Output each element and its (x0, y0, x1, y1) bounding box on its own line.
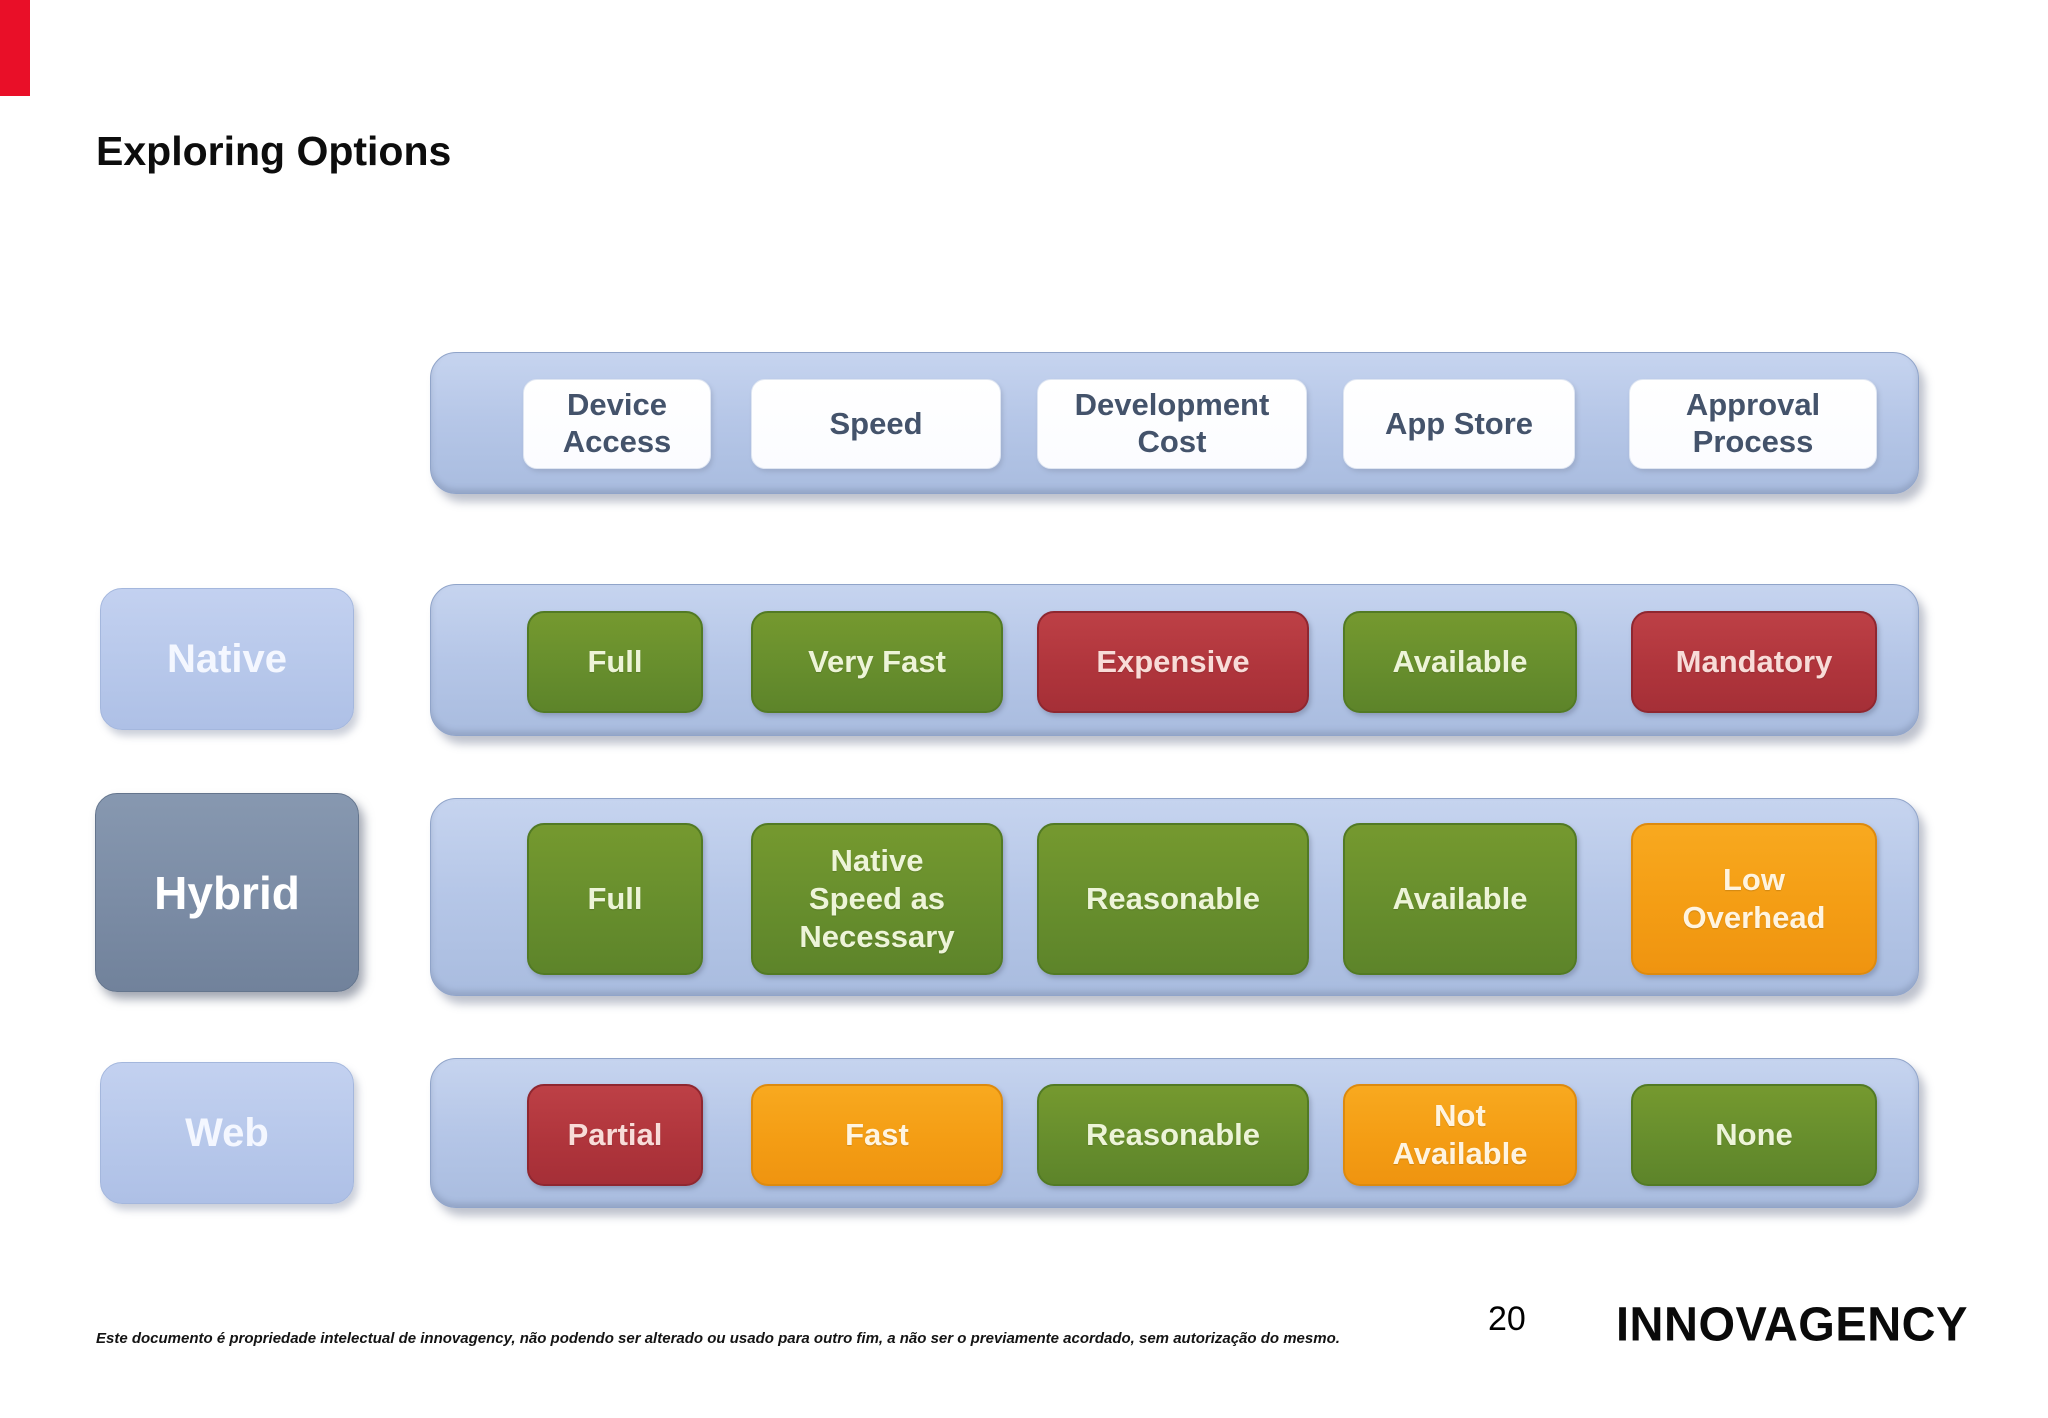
column-header-label: Development Cost (1074, 387, 1270, 459)
cell-label: Reasonable (1085, 1117, 1260, 1153)
cell-label: Native Speed as Necessary (799, 843, 955, 954)
cell-label: Reasonable (1085, 881, 1260, 917)
matrix-cell-native-approval-process: Mandatory (1631, 611, 1877, 713)
column-header-label: App Store (1384, 405, 1534, 441)
cell-label: Low Overhead (1682, 862, 1826, 935)
cell-label: Partial (567, 1117, 663, 1153)
header-row: Device Access Speed Development Cost App… (430, 352, 1919, 494)
row-label-text: Web (185, 1110, 269, 1155)
disclaimer-text: Este documento é propriedade intelectual… (96, 1330, 1340, 1347)
matrix-cell-native-app-store: Available (1343, 611, 1577, 713)
matrix-cell-web-app-store: Not Available (1343, 1084, 1577, 1186)
matrix-cell-hybrid-approval-process: Low Overhead (1631, 823, 1877, 975)
column-header-label: Device Access (562, 387, 672, 459)
column-header-speed: Speed (751, 379, 1001, 469)
matrix-cell-hybrid-device-access: Full (527, 823, 703, 975)
matrix-cell-hybrid-development-cost: Reasonable (1037, 823, 1309, 975)
cell-label: Available (1392, 644, 1528, 680)
row-label-hybrid: Hybrid (95, 793, 359, 992)
row-hybrid: Full Native Speed as Necessary Reasonabl… (430, 798, 1919, 996)
cell-label: Available (1392, 881, 1528, 917)
cell-label: Not Available (1392, 1098, 1528, 1171)
company-logo: INNOVAGENCY (1616, 1296, 1968, 1351)
cell-label: Full (587, 644, 643, 680)
matrix-cell-web-speed: Fast (751, 1084, 1003, 1186)
column-header-label: Speed (829, 405, 923, 441)
matrix-cell-native-speed: Very Fast (751, 611, 1003, 713)
cell-label: Fast (845, 1117, 909, 1153)
slide-title: Exploring Options (96, 128, 452, 174)
matrix-cell-hybrid-speed: Native Speed as Necessary (751, 823, 1003, 975)
matrix-cell-web-device-access: Partial (527, 1084, 703, 1186)
cell-label: Very Fast (808, 644, 946, 680)
row-web: Partial Fast Reasonable Not Available No… (430, 1058, 1919, 1208)
column-header-label: Approval Process (1685, 387, 1821, 459)
page-number: 20 (1488, 1300, 1526, 1338)
cell-label: Mandatory (1675, 644, 1833, 680)
row-label-text: Native (166, 636, 288, 681)
cell-label: None (1715, 1117, 1793, 1153)
matrix-cell-hybrid-app-store: Available (1343, 823, 1577, 975)
row-label-native: Native (100, 588, 354, 730)
row-label-text: Hybrid (154, 866, 300, 919)
column-header-development-cost: Development Cost (1037, 379, 1307, 469)
red-accent-bar (0, 0, 30, 96)
cell-label: Expensive (1096, 644, 1250, 680)
matrix-cell-native-development-cost: Expensive (1037, 611, 1309, 713)
column-header-approval-process: Approval Process (1629, 379, 1877, 469)
column-header-device-access: Device Access (523, 379, 711, 469)
column-header-app-store: App Store (1343, 379, 1575, 469)
row-native: Full Very Fast Expensive Available Manda… (430, 584, 1919, 736)
matrix-cell-native-device-access: Full (527, 611, 703, 713)
matrix-cell-web-approval-process: None (1631, 1084, 1877, 1186)
row-label-web: Web (100, 1062, 354, 1204)
cell-label: Full (587, 881, 643, 917)
matrix-cell-web-development-cost: Reasonable (1037, 1084, 1309, 1186)
